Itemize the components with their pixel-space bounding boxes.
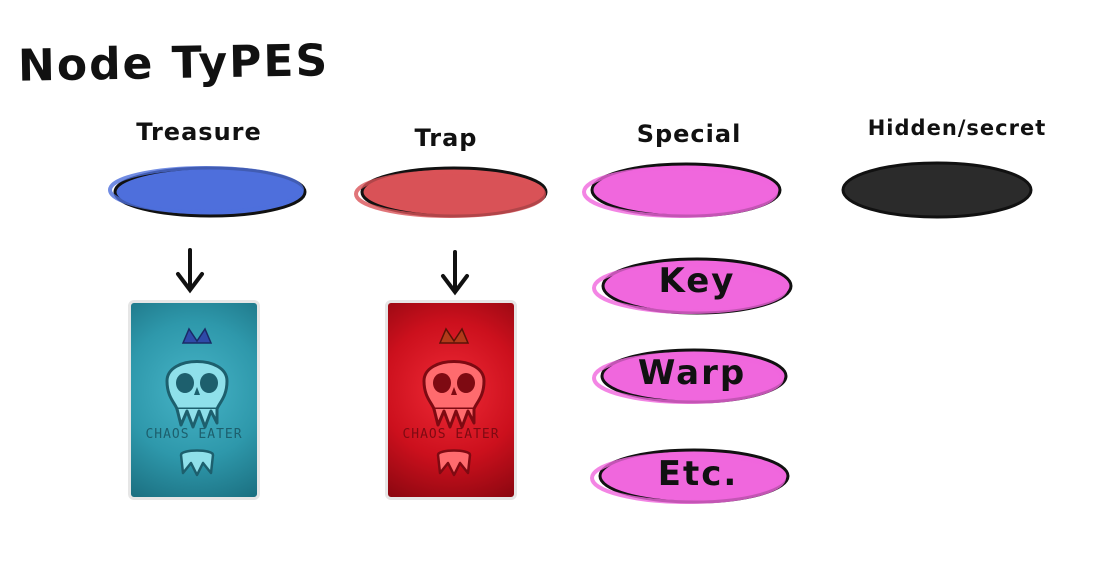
trap-label: Trap xyxy=(414,124,478,152)
key-label: Key xyxy=(658,261,736,301)
hidden-secret-label: Hidden/secret xyxy=(867,116,1047,140)
warp-label: Warp xyxy=(637,353,747,393)
trap-arrow-icon xyxy=(441,250,469,296)
skull-crown-icon xyxy=(165,327,229,477)
etc-label: Etc. xyxy=(657,454,739,494)
hidden-node xyxy=(841,161,1033,219)
trap-card: CHAOS EATER xyxy=(385,300,517,500)
trap-card-text: CHAOS EATER xyxy=(402,427,500,442)
skull-crown-icon xyxy=(422,327,486,477)
treasure-card-text: CHAOS EATER xyxy=(145,427,243,442)
treasure-arrow-icon xyxy=(176,248,204,294)
treasure-label: Treasure xyxy=(136,118,262,146)
special-label: Special xyxy=(636,120,742,148)
treasure-card: CHAOS EATER xyxy=(128,300,260,500)
